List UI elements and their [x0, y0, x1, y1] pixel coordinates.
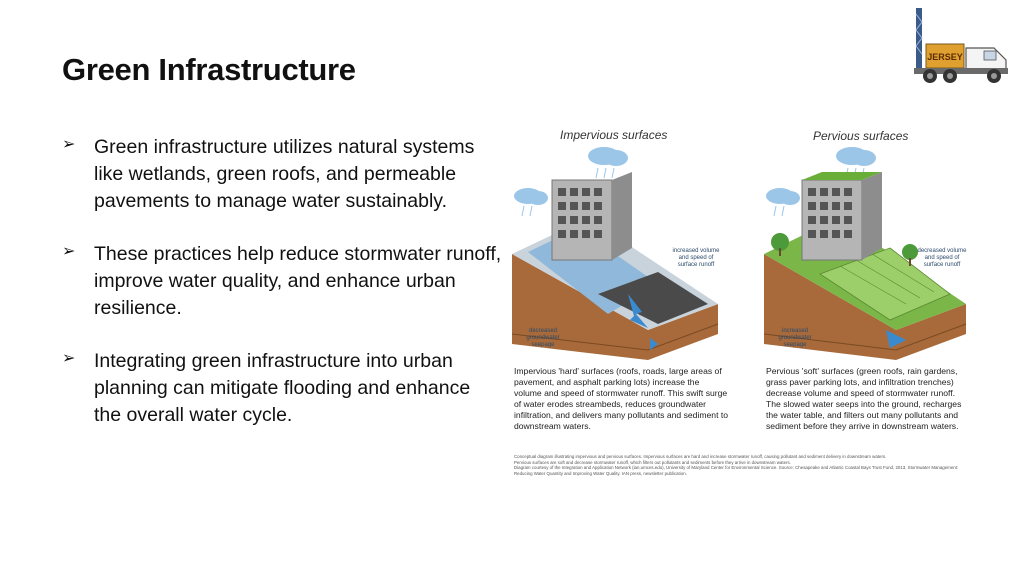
impervious-runoff-label: increased volume and speed of surface ru…: [672, 248, 720, 268]
rain-cloud-icon: [588, 147, 628, 179]
bullet-text: Integrating green infrastructure into ur…: [94, 350, 471, 426]
fineprint-line: Conceptual diagram illustrating impervio…: [514, 454, 887, 459]
impervious-illustration: [511, 147, 719, 360]
stormwater-diagram: Impervious surfaces Pervious surfaces: [508, 122, 972, 492]
bullet-item: ➢ These practices help reduce stormwater…: [62, 241, 502, 322]
pervious-illustration: [763, 147, 967, 360]
jersey-truck-logo: JERSEY: [914, 8, 1008, 83]
pervious-seepage-label: increased groundwater seepage: [778, 328, 812, 348]
arrow-bullet-icon: ➢: [62, 136, 76, 153]
arrow-bullet-icon: ➢: [62, 350, 76, 367]
slide-title: Green Infrastructure: [62, 52, 356, 87]
rain-cloud-icon: [514, 188, 548, 217]
impervious-seepage-label: decreased groundwater seepage: [526, 328, 560, 348]
fineprint-line: Diagram courtesy of the Integration and …: [514, 465, 959, 471]
bullet-item: ➢ Integrating green infrastructure into …: [62, 348, 502, 429]
pervious-runoff-label: decreased volume and speed of surface ru…: [917, 248, 967, 268]
fineprint-line: Reducing Water Quantity and Improving Wa…: [514, 470, 687, 476]
bullet-text: Green infrastructure utilizes natural sy…: [94, 136, 475, 212]
bullet-item: ➢ Green infrastructure utilizes natural …: [62, 134, 502, 215]
rain-cloud-icon: [766, 188, 800, 217]
pervious-title: Pervious surfaces: [813, 129, 909, 143]
impervious-caption: Impervious 'hard' surfaces (roofs, roads…: [514, 366, 729, 431]
logo-text: JERSEY: [927, 52, 963, 62]
fineprint-line: Pervious surfaces are soft and decrease …: [514, 459, 791, 465]
figure-fineprint: Conceptual diagram illustrating impervio…: [514, 454, 964, 476]
rain-cloud-icon: [836, 147, 876, 179]
impervious-title: Impervious surfaces: [560, 128, 668, 142]
arrow-bullet-icon: ➢: [62, 243, 76, 260]
bullet-text: These practices help reduce stormwater r…: [94, 243, 502, 319]
pervious-caption: Pervious 'soft' surfaces (green roofs, r…: [766, 366, 962, 431]
bullet-list: ➢ Green infrastructure utilizes natural …: [62, 134, 502, 455]
